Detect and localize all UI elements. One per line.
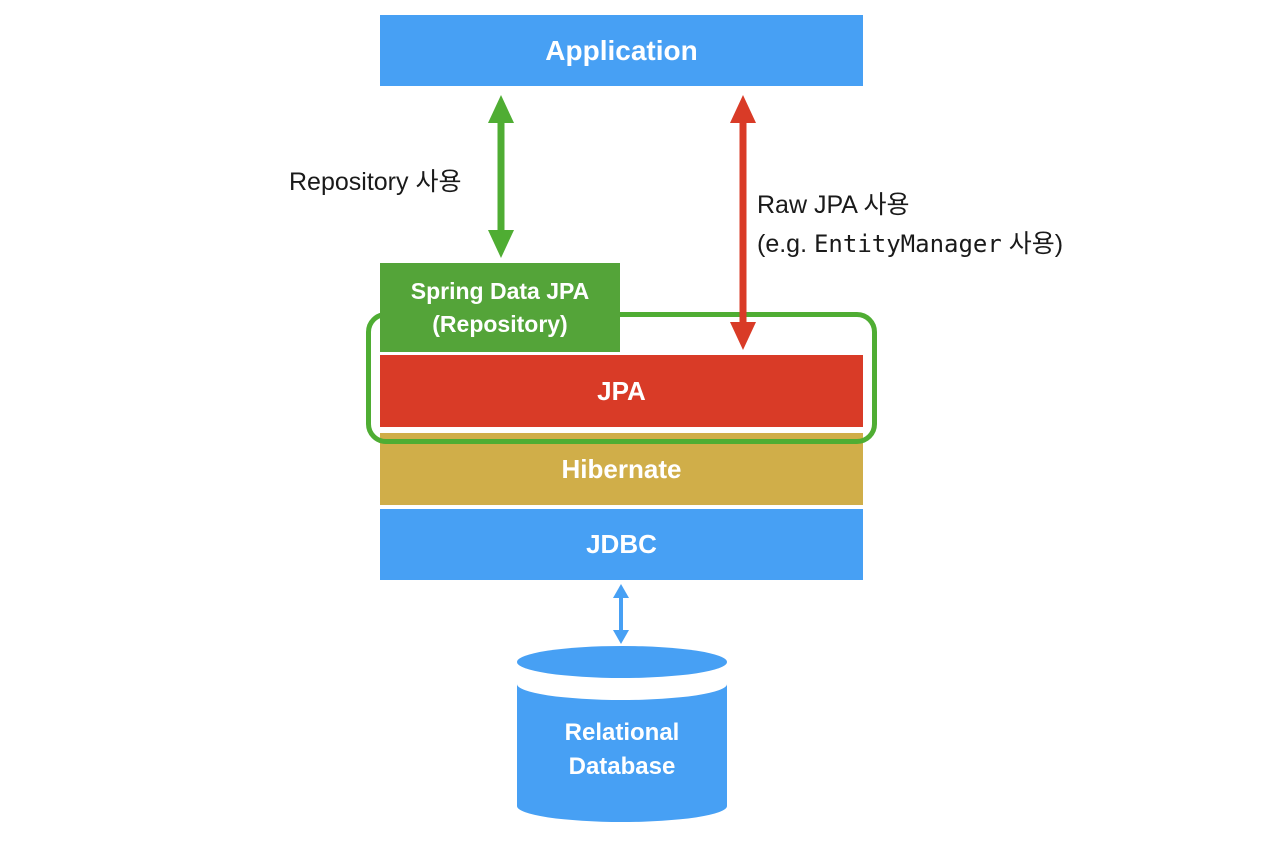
hibernate-box: Hibernate: [380, 433, 863, 505]
application-box: Application: [380, 15, 863, 86]
spring-data-jpa-label-line1: Spring Data JPA: [410, 277, 590, 304]
database-cylinder-top: [517, 646, 727, 678]
database-label-line2: Database: [568, 753, 676, 780]
repository-usage-label: Repository 사용: [289, 168, 462, 196]
raw-jpa-usage-label: Raw JPA 사용 (e.g. EntityManager 사용): [757, 186, 1063, 264]
raw-jpa-usage-line2-prefix: (e.g.: [757, 230, 814, 258]
jpa-group-outline: [366, 312, 877, 444]
hibernate-label: Hibernate: [561, 453, 682, 484]
database-label-line1: Relational: [564, 719, 680, 746]
database-cylinder-body: [517, 684, 727, 822]
raw-jpa-usage-line1: Raw JPA 사용: [757, 191, 910, 219]
spring-data-jpa-label-line2: (Repository): [432, 310, 568, 337]
raw-jpa-usage-line2-code: EntityManager: [813, 230, 1002, 258]
raw-jpa-usage-line2-suffix: 사용): [1001, 230, 1064, 258]
raw-jpa-usage-line2: (e.g. EntityManager 사용): [757, 225, 1063, 264]
spring-data-jpa-box: Spring Data JPA (Repository): [380, 263, 620, 352]
jpa-box: JPA: [380, 355, 863, 427]
application-label: Application: [545, 34, 698, 66]
jdbc-box: JDBC: [380, 509, 863, 580]
jdbc-label: JDBC: [586, 529, 657, 559]
jpa-label: JPA: [597, 375, 646, 406]
database-label: Relational Database: [517, 716, 727, 784]
